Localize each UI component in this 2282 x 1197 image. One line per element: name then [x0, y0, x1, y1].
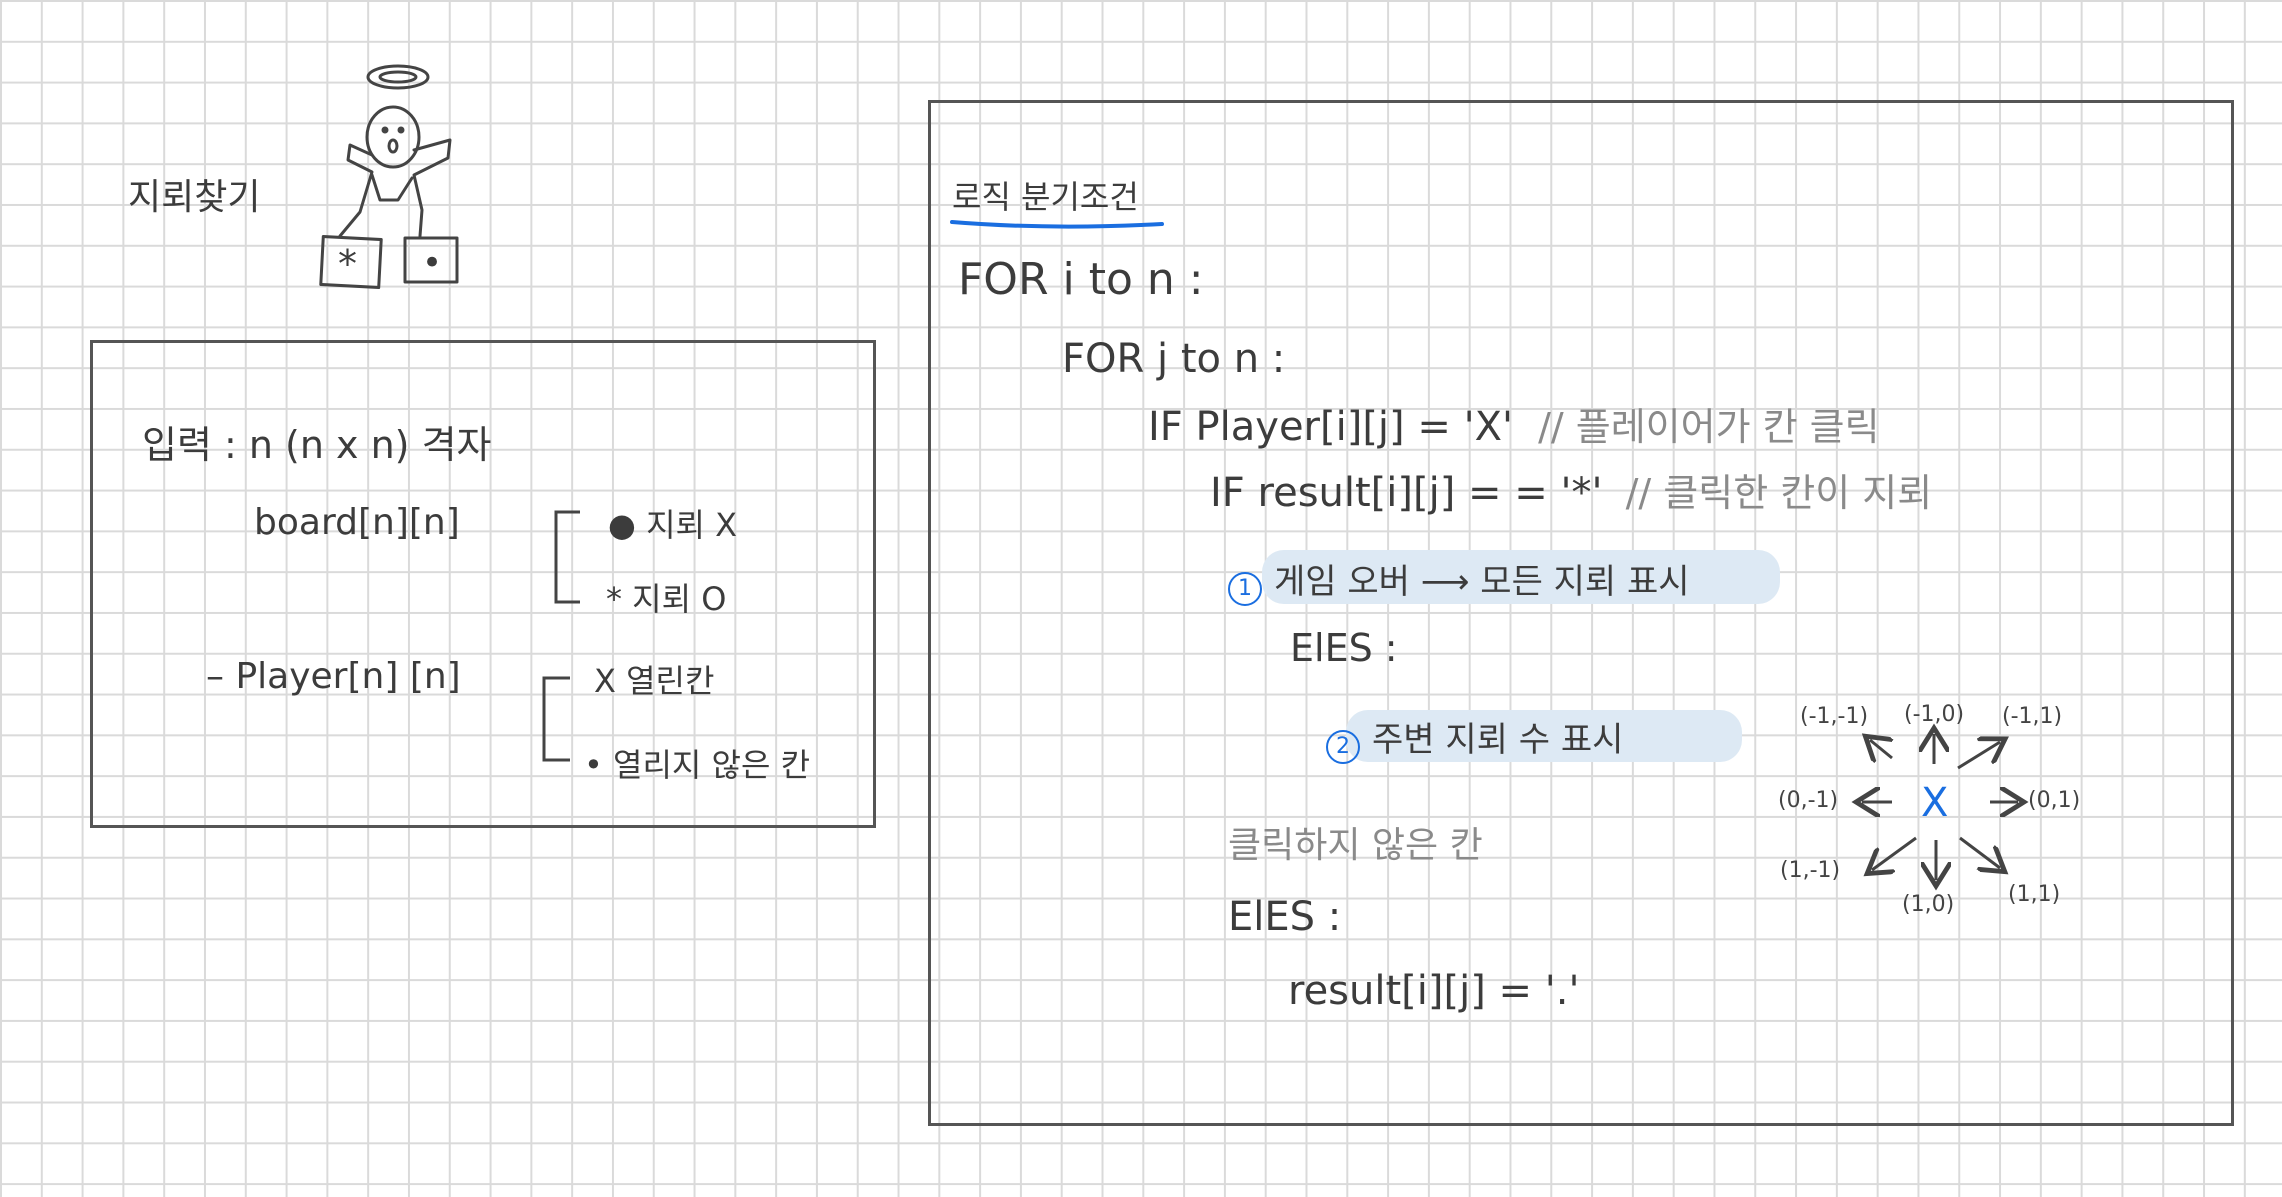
input-line: 입력 : n (n x n) 격자: [142, 423, 492, 467]
board-option-mine: * 지뢰 O: [606, 580, 727, 618]
neighbor-label-left: (0,-1): [1778, 788, 1839, 813]
step1-text: 게임 오버 ⟶ 모든 지뢰 표시: [1274, 562, 1690, 602]
neighbor-center-x: X: [1921, 780, 1949, 826]
result-line: result[i][j] = '.': [1288, 968, 1580, 1014]
neighbor-label-bottom-left: (1,-1): [1780, 858, 1841, 883]
else-line-2: ElES :: [1228, 894, 1342, 940]
step2-number-badge: 2: [1326, 729, 1360, 764]
input-box: [90, 340, 876, 828]
logic-heading: 로직 분기조건: [952, 178, 1139, 216]
page-title: 지뢰찾기: [128, 177, 261, 218]
player-option-closed: • 열리지 않은 칸: [584, 746, 811, 784]
step1-number-badge: 1: [1228, 571, 1262, 606]
for-j-line: FOR j to n :: [1062, 336, 1286, 382]
neighbor-label-right: (0,1): [2028, 788, 2081, 813]
neighbor-label-bottom: (1,0): [1902, 892, 1955, 917]
if-player-comment: // 플레이어가 칸 클릭: [1538, 405, 1880, 449]
player-option-opened: X 열린칸: [594, 662, 715, 700]
step1-highlight: [1262, 550, 1780, 604]
for-i-line: FOR i to n :: [958, 254, 1204, 305]
step2-text: 주변 지뢰 수 표시: [1372, 720, 1624, 760]
player-label: – Player[n] [n]: [206, 656, 461, 697]
step2-highlight: [1346, 710, 1742, 762]
board-label: board[n][n]: [254, 502, 460, 543]
step1-line: 1 게임 오버 ⟶ 모든 지뢰 표시: [1228, 554, 1690, 606]
mine-box-label: *: [338, 242, 357, 286]
if-player-code: IF Player[i][j] = 'X': [1148, 404, 1513, 450]
else-line-1: ElES :: [1290, 626, 1398, 670]
if-result-code: IF result[i][j] = = '*': [1210, 470, 1603, 516]
neighbor-label-bottom-right: (1,1): [2008, 882, 2061, 907]
board-option-no-mine: ● 지뢰 X: [608, 506, 738, 544]
safe-box-label: •: [422, 243, 443, 283]
if-result-line: IF result[i][j] = = '*' // 클릭한 칸이 지뢰: [1210, 462, 1932, 517]
if-result-comment: // 클릭한 칸이 지뢰: [1625, 471, 1933, 515]
neighbor-label-top: (-1,0): [1904, 702, 1965, 727]
unclicked-note: 클릭하지 않은 칸: [1228, 825, 1483, 866]
step2-line: 2 주변 지뢰 수 표시: [1326, 712, 1623, 764]
if-player-line: IF Player[i][j] = 'X' // 플레이어가 칸 클릭: [1148, 396, 1880, 451]
neighbor-label-top-left: (-1,-1): [1800, 704, 1869, 729]
neighbor-label-top-right: (-1,1): [2002, 704, 2063, 729]
logic-box: [928, 100, 2234, 1126]
